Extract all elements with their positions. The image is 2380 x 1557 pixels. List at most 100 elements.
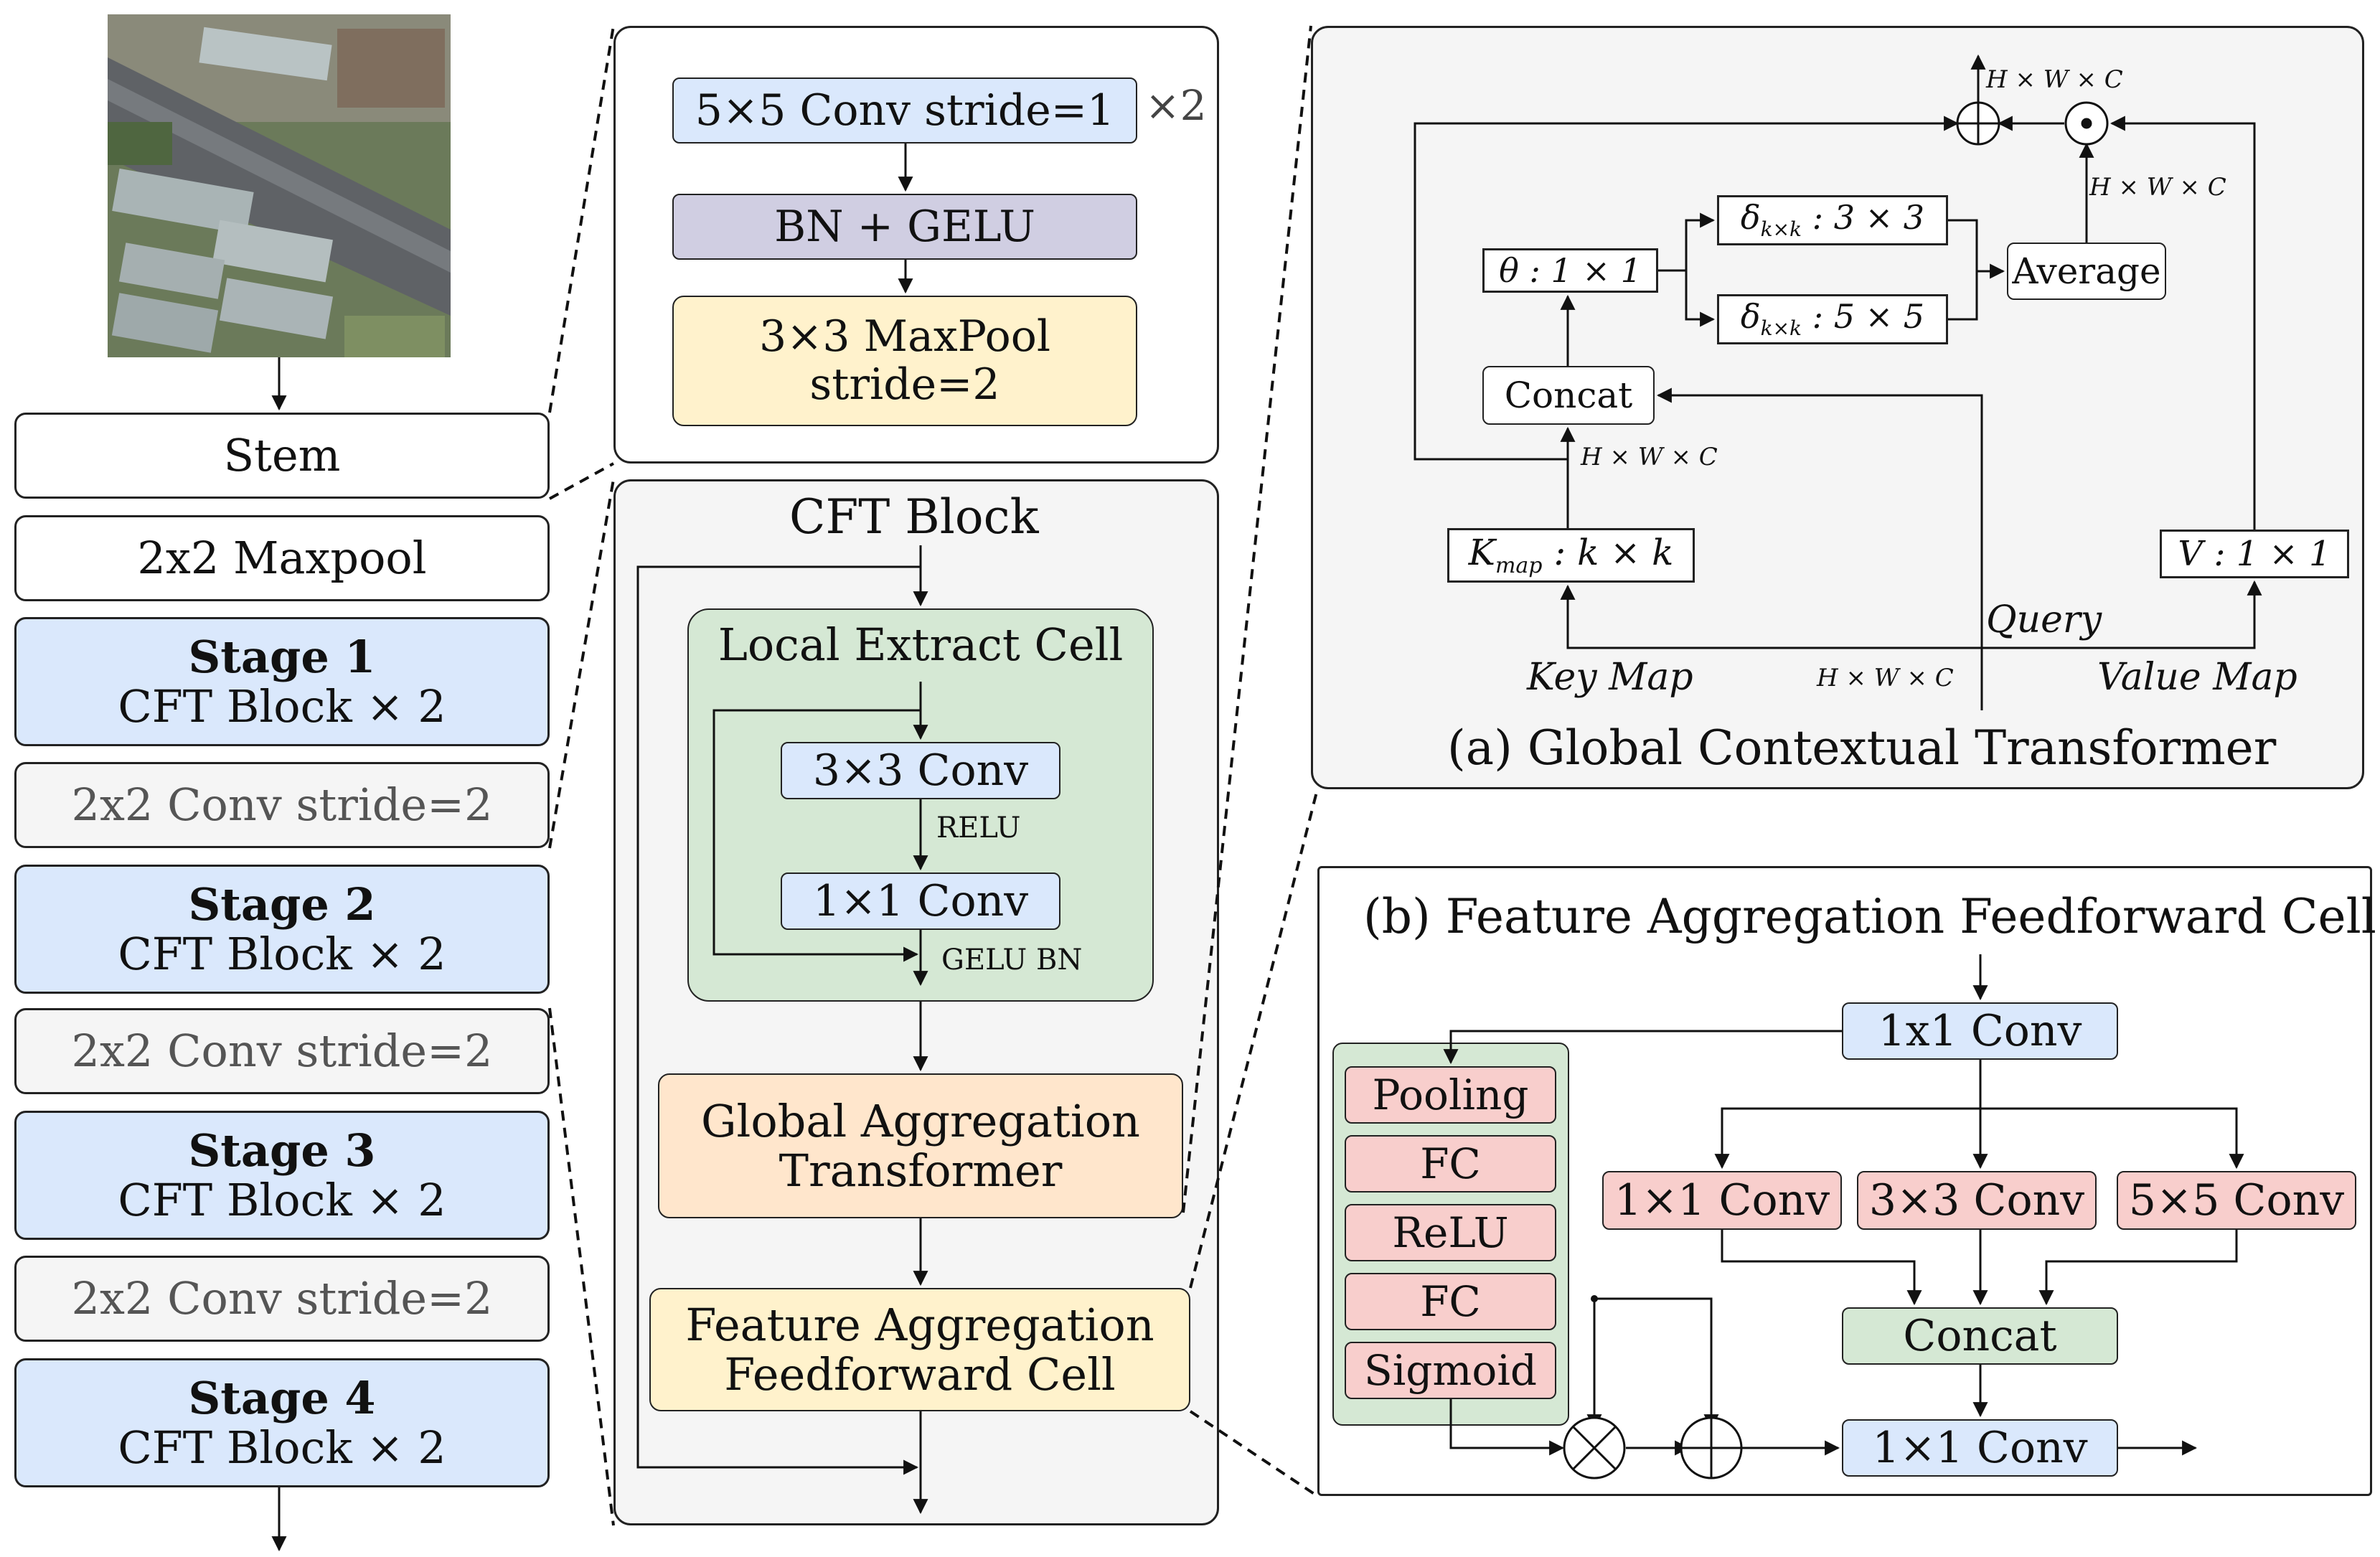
faffc-conv3-label: 3×3 Conv	[1868, 1175, 2085, 1226]
faffc-out-conv-label: 1×1 Conv	[1872, 1423, 2088, 1473]
delta-3x3-label: δk×k : 3 × 3	[1741, 201, 1924, 240]
local-extract-title: Local Extract Cell	[718, 618, 1124, 671]
kmap-label: Kmap : k × k	[1469, 535, 1674, 577]
delta-3x3-symbol: δ	[1740, 197, 1761, 237]
relu-label: RELU	[936, 812, 1021, 845]
stem-conv-label: 5×5 Conv stride=1	[695, 85, 1115, 136]
se-relu-box: ReLU	[1345, 1204, 1556, 1261]
downsample-1-box: 2x2 Conv stride=2	[14, 762, 550, 848]
stage-4-sub: CFT Block × 2	[118, 1421, 446, 1474]
downsample-3-box: 2x2 Conv stride=2	[14, 1256, 550, 1342]
theta-label: θ : 1 × 1	[1499, 251, 1642, 290]
local-conv1-box: 1×1 Conv	[781, 872, 1060, 930]
global-aggregation-transformer-box: Global Aggregation Transformer	[658, 1073, 1183, 1218]
stage-1-title: Stage 1	[188, 630, 376, 683]
faffc-concat-label: Concat	[1903, 1311, 2057, 1361]
downsample-2-label: 2x2 Conv stride=2	[71, 1025, 493, 1078]
value-box: V : 1 × 1	[2160, 530, 2349, 578]
se-fc1-box: FC	[1345, 1135, 1556, 1193]
delta-5x5-rest: : 5 × 5	[1802, 296, 1925, 336]
delta-3x3-subscript: k×k	[1760, 217, 1802, 242]
se-relu-label: ReLU	[1392, 1208, 1509, 1257]
average-box: Average	[2007, 243, 2166, 300]
stem-maxpool-line1: 3×3 MaxPool	[758, 311, 1051, 362]
se-fc2-box: FC	[1345, 1273, 1556, 1330]
faffc-concat-box: Concat	[1842, 1307, 2118, 1365]
se-fc2-label: FC	[1420, 1277, 1481, 1326]
delta-3x3-box: δk×k : 3 × 3	[1717, 195, 1948, 245]
se-pooling-label: Pooling	[1372, 1071, 1529, 1119]
stage-1-box: Stage 1 CFT Block × 2	[14, 617, 550, 746]
kmap-box: Kmap : k × k	[1447, 528, 1695, 583]
satellite-image-graphic	[108, 14, 451, 357]
hwc-label-average: H × W × C	[2089, 173, 2226, 202]
downsample-1-label: 2x2 Conv stride=2	[71, 778, 493, 832]
stem-conv-box: 5×5 Conv stride=1	[672, 77, 1137, 144]
downsample-2-box: 2x2 Conv stride=2	[14, 1008, 550, 1094]
key-map-label: Key Map	[1527, 656, 1693, 699]
local-extract-cell: Local Extract Cell	[687, 608, 1154, 1002]
gat-line1: Global Aggregation	[700, 1094, 1140, 1147]
gelu-bn-label: GELU BN	[941, 944, 1083, 977]
input-satellite-image	[108, 14, 451, 357]
stem-maxpool-box: 3×3 MaxPool stride=2	[672, 296, 1137, 426]
cft-block-title: CFT Block	[789, 489, 1039, 545]
query-label: Query	[1986, 598, 2102, 641]
delta-5x5-symbol: δ	[1740, 296, 1761, 336]
stage-4-title: Stage 4	[188, 1371, 376, 1424]
value-map-label: Value Map	[2097, 656, 2297, 699]
delta-3x3-rest: : 3 × 3	[1802, 197, 1925, 237]
kmap-symbol: K	[1468, 531, 1495, 573]
stage-2-sub: CFT Block × 2	[118, 928, 446, 980]
stem-box: Stem	[14, 413, 550, 499]
fafc-line1: Feature Aggregation	[685, 1298, 1154, 1351]
faffc-conv1-box: 1×1 Conv	[1602, 1171, 1842, 1230]
hwc-label-top: H × W × C	[1986, 65, 2123, 94]
local-conv1-label: 1×1 Conv	[812, 876, 1029, 926]
stage-3-box: Stage 3 CFT Block × 2	[14, 1111, 550, 1240]
local-conv3-box: 3×3 Conv	[781, 742, 1060, 799]
faffc-conv3-box: 3×3 Conv	[1857, 1171, 2097, 1230]
stage-3-sub: CFT Block × 2	[118, 1174, 446, 1226]
faffc-conv5-label: 5×5 Conv	[2128, 1175, 2345, 1226]
stage-1-sub: CFT Block × 2	[118, 680, 446, 733]
fafc-line2: Feedforward Cell	[724, 1348, 1116, 1401]
stem-bn-gelu-label: BN + GELU	[774, 202, 1035, 252]
faffc-top-conv-box: 1x1 Conv	[1842, 1002, 2118, 1060]
hwc-label-query: H × W × C	[1817, 664, 1954, 692]
delta-5x5-subscript: k×k	[1760, 316, 1802, 341]
theta-box: θ : 1 × 1	[1482, 248, 1658, 293]
stem-bn-gelu-box: BN + GELU	[672, 194, 1137, 260]
gat-line2: Transformer	[779, 1144, 1063, 1197]
stem-maxpool-line2: stride=2	[809, 359, 1000, 410]
maxpool-label: 2x2 Maxpool	[137, 532, 427, 585]
feature-aggregation-feedforward-box: Feature Aggregation Feedforward Cell	[649, 1288, 1190, 1411]
local-conv3-label: 3×3 Conv	[812, 745, 1029, 796]
faffc-out-conv-box: 1×1 Conv	[1842, 1419, 2118, 1477]
stage-3-title: Stage 3	[188, 1124, 376, 1177]
delta-5x5-box: δk×k : 5 × 5	[1717, 294, 1948, 344]
downsample-3-label: 2x2 Conv stride=2	[71, 1272, 493, 1325]
gct-caption: (a) Global Contextual Transformer	[1447, 720, 2277, 776]
hwc-label-kmap: H × W × C	[1581, 443, 1718, 471]
se-sigmoid-label: Sigmoid	[1363, 1346, 1537, 1395]
average-label: Average	[2012, 250, 2161, 292]
value-label: V : 1 × 1	[2178, 534, 2331, 574]
kmap-subscript: map	[1495, 552, 1543, 578]
gct-concat-box: Concat	[1482, 366, 1655, 425]
delta-5x5-label: δk×k : 5 × 5	[1741, 300, 1924, 339]
se-sigmoid-box: Sigmoid	[1345, 1342, 1556, 1399]
gct-concat-label: Concat	[1504, 375, 1633, 416]
se-fc1-label: FC	[1420, 1139, 1481, 1188]
faffc-conv5-box: 5×5 Conv	[2117, 1171, 2356, 1230]
kmap-rest: : k × k	[1542, 531, 1674, 573]
faffc-conv1-label: 1×1 Conv	[1614, 1175, 1830, 1226]
se-pooling-box: Pooling	[1345, 1066, 1556, 1124]
stage-4-box: Stage 4 CFT Block × 2	[14, 1358, 550, 1487]
stem-label: Stem	[223, 429, 341, 482]
stem-repeat-label: ×2	[1145, 81, 1207, 130]
maxpool-box: 2x2 Maxpool	[14, 515, 550, 601]
stage-2-box: Stage 2 CFT Block × 2	[14, 865, 550, 994]
stage-2-title: Stage 2	[188, 878, 376, 931]
